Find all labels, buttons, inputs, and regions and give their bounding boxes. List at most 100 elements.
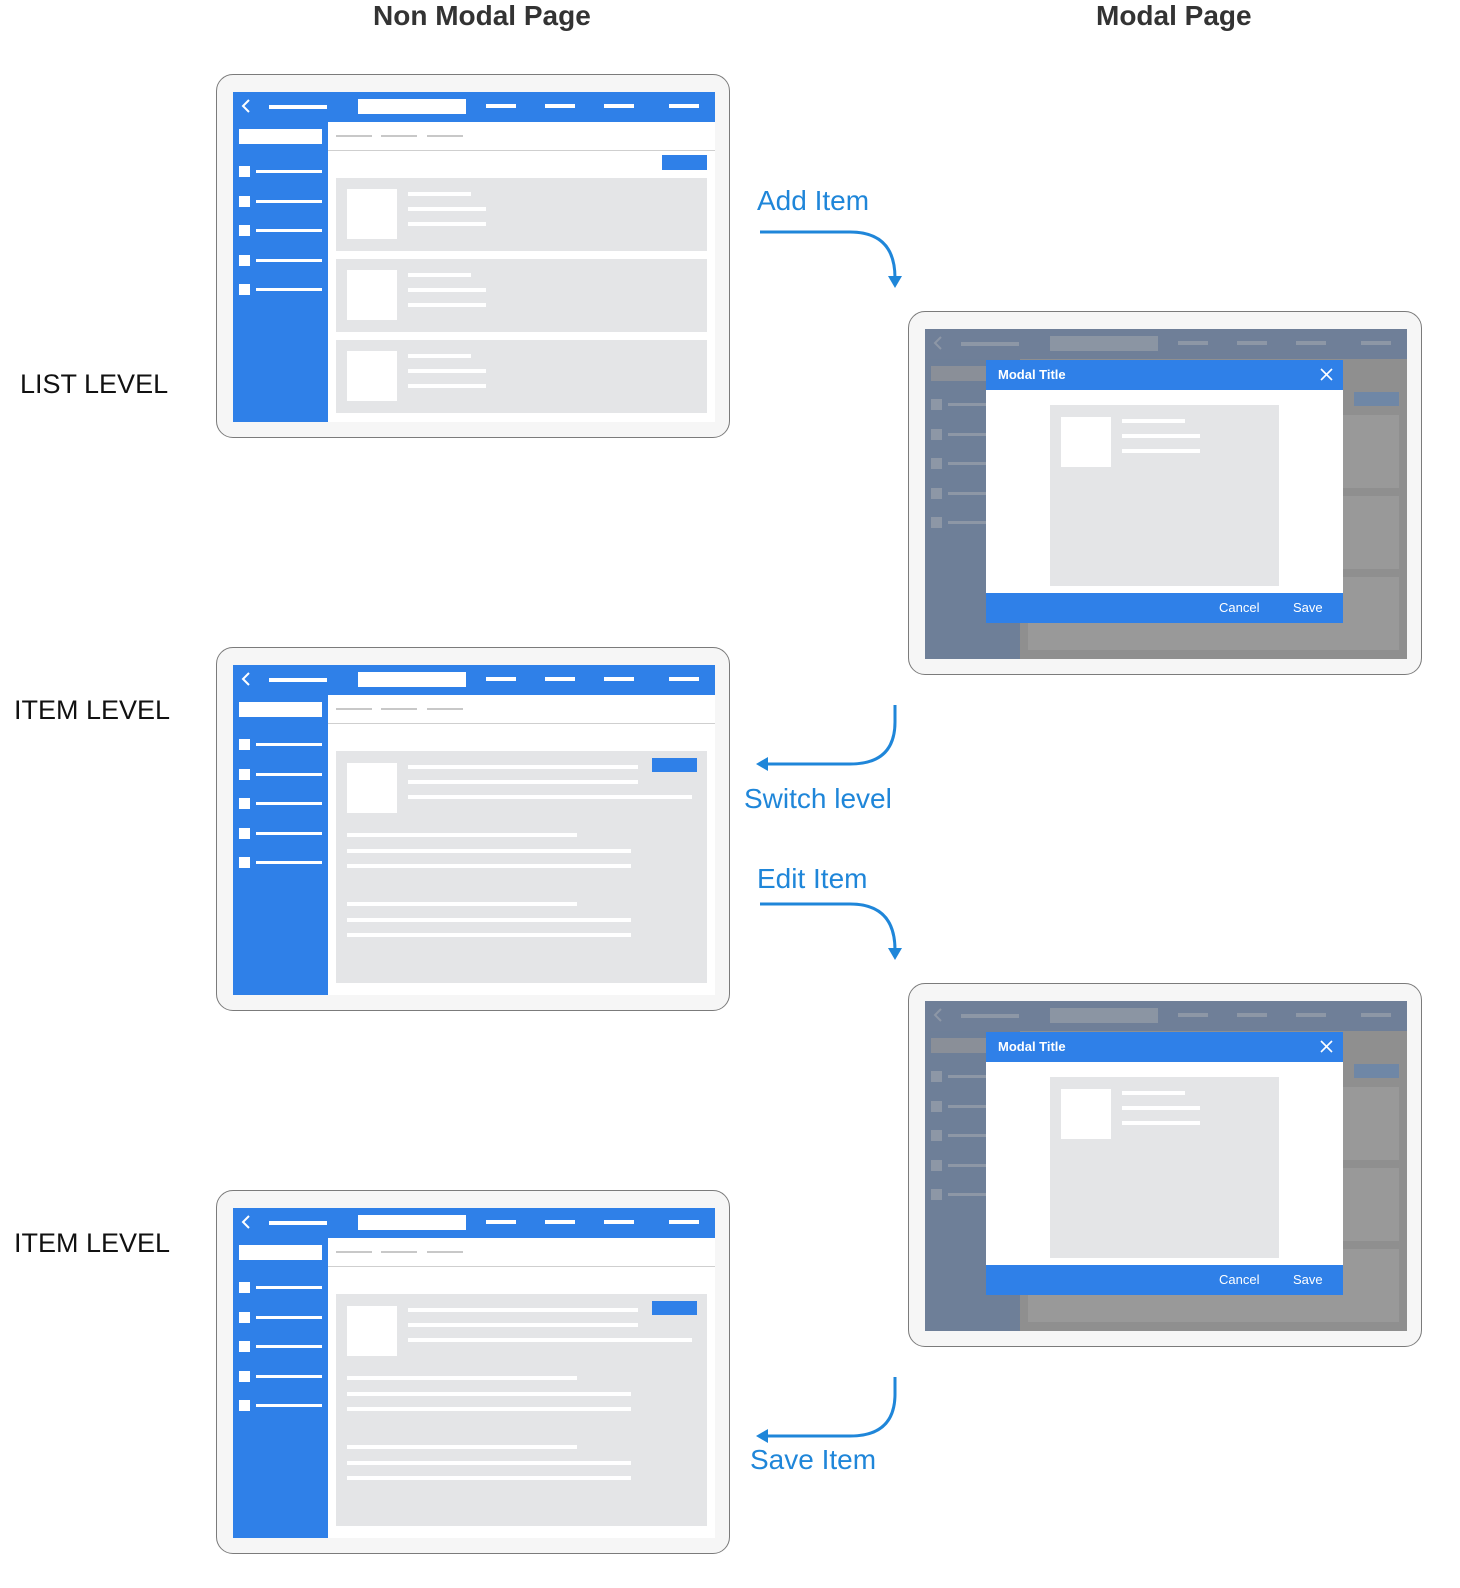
- add-button-placeholder[interactable]: [662, 155, 707, 170]
- list-level-label: LIST LEVEL: [20, 369, 169, 399]
- item-thumbnail: [347, 1306, 397, 1356]
- sidebar-item-line[interactable]: [256, 200, 322, 203]
- sidebar-checkbox[interactable]: [239, 225, 250, 236]
- nav-item[interactable]: [669, 104, 699, 108]
- close-icon[interactable]: [1320, 1040, 1333, 1053]
- search-field-placeholder[interactable]: [358, 672, 466, 687]
- modal-form-card: [1050, 1077, 1279, 1258]
- dimmed-top-bar: [925, 329, 1407, 359]
- search-field-placeholder[interactable]: [358, 1215, 466, 1230]
- modal-device-edit: Modal Title Cancel Save: [908, 983, 1422, 1347]
- sidebar: [233, 1238, 328, 1538]
- sidebar-checkbox[interactable]: [239, 255, 250, 266]
- nav-item[interactable]: [604, 677, 634, 681]
- sidebar-item-line[interactable]: [256, 170, 322, 173]
- edit-button-placeholder[interactable]: [652, 1301, 697, 1315]
- nav-item[interactable]: [604, 1220, 634, 1224]
- sidebar-checkbox[interactable]: [239, 1400, 250, 1411]
- search-field-placeholder[interactable]: [358, 99, 466, 114]
- add-item-arrow-icon: [760, 230, 902, 288]
- sidebar-checkbox[interactable]: [239, 1282, 250, 1293]
- sidebar-checkbox[interactable]: [239, 798, 250, 809]
- top-bar: [233, 92, 715, 122]
- sidebar-checkbox[interactable]: [239, 1312, 250, 1323]
- sidebar-checkbox[interactable]: [239, 1341, 250, 1352]
- list-level-device: [216, 74, 730, 438]
- modal-page-header: Modal Page: [1096, 0, 1252, 31]
- item-level-label-2: ITEM LEVEL: [14, 1228, 171, 1258]
- nav-item[interactable]: [545, 1220, 575, 1224]
- modal-header: Modal Title: [986, 360, 1343, 390]
- list-card[interactable]: [336, 259, 707, 332]
- modal-device-add: Modal Title Cancel Save: [908, 311, 1422, 675]
- item-detail-card: [336, 751, 707, 983]
- top-bar: [233, 665, 715, 695]
- app-title-placeholder: [269, 105, 327, 109]
- sidebar-checkbox[interactable]: [239, 828, 250, 839]
- modal-title: Modal Title: [998, 367, 1066, 382]
- cancel-button[interactable]: Cancel: [1219, 600, 1260, 615]
- header-divider: [328, 723, 715, 724]
- dimmed-top-bar: [925, 1001, 1407, 1031]
- list-card[interactable]: [336, 340, 707, 413]
- item-level-label-1: ITEM LEVEL: [14, 695, 171, 725]
- add-item-label: Add Item: [757, 185, 870, 216]
- modal-screen-edit: Modal Title Cancel Save: [925, 1001, 1407, 1331]
- item-level-device-1: [216, 647, 730, 1011]
- item-level-screen-1: [233, 665, 715, 995]
- nav-item[interactable]: [486, 677, 516, 681]
- sidebar-checkbox[interactable]: [239, 284, 250, 295]
- nav-item[interactable]: [545, 677, 575, 681]
- sidebar-checkbox[interactable]: [239, 857, 250, 868]
- header-divider: [328, 1266, 715, 1267]
- nav-item[interactable]: [486, 1220, 516, 1224]
- edit-item-arrow-icon: [760, 902, 902, 960]
- save-button[interactable]: Save: [1293, 1272, 1323, 1287]
- nav-item[interactable]: [604, 104, 634, 108]
- save-item-arrow-icon: [756, 1377, 897, 1443]
- item-level-screen-2: [233, 1208, 715, 1538]
- nav-item[interactable]: [486, 104, 516, 108]
- non-modal-page-header: Non Modal Page: [373, 0, 591, 31]
- back-arrow-icon: [933, 1008, 942, 1022]
- sidebar-checkbox[interactable]: [239, 1371, 250, 1382]
- sidebar-checkbox[interactable]: [239, 739, 250, 750]
- item-level-device-2: [216, 1190, 730, 1554]
- edit-button-placeholder[interactable]: [652, 758, 697, 772]
- nav-item[interactable]: [669, 677, 699, 681]
- item-detail-card: [336, 1294, 707, 1526]
- back-arrow-icon[interactable]: [241, 672, 251, 686]
- edit-item-label: Edit Item: [757, 863, 868, 894]
- sidebar-item-line[interactable]: [256, 229, 322, 232]
- list-level-screen: [233, 92, 715, 422]
- card-thumbnail: [347, 351, 397, 401]
- nav-item[interactable]: [545, 104, 575, 108]
- cancel-button[interactable]: Cancel: [1219, 1272, 1260, 1287]
- modal-footer: Cancel Save: [986, 593, 1343, 623]
- card-thumbnail: [347, 189, 397, 239]
- sidebar-checkbox[interactable]: [239, 166, 250, 177]
- sidebar-checkbox[interactable]: [239, 196, 250, 207]
- modal-header: Modal Title: [986, 1032, 1343, 1062]
- sidebar-item-line[interactable]: [256, 259, 322, 262]
- modal-dialog: Modal Title Cancel Save: [986, 360, 1343, 623]
- form-thumbnail: [1061, 417, 1111, 467]
- item-thumbnail: [347, 763, 397, 813]
- save-button[interactable]: Save: [1293, 600, 1323, 615]
- nav-item[interactable]: [669, 1220, 699, 1224]
- close-icon[interactable]: [1320, 368, 1333, 381]
- modal-dialog: Modal Title Cancel Save: [986, 1032, 1343, 1295]
- form-thumbnail: [1061, 1089, 1111, 1139]
- header-divider: [328, 150, 715, 151]
- back-arrow-icon[interactable]: [241, 1215, 251, 1229]
- switch-level-arrow-icon: [756, 705, 897, 771]
- back-arrow-icon[interactable]: [241, 99, 251, 113]
- modal-footer: Cancel Save: [986, 1265, 1343, 1295]
- save-item-label: Save Item: [750, 1444, 877, 1475]
- list-card[interactable]: [336, 178, 707, 251]
- sidebar: [233, 122, 328, 422]
- top-bar: [233, 1208, 715, 1238]
- card-thumbnail: [347, 270, 397, 320]
- sidebar-item-line[interactable]: [256, 288, 322, 291]
- sidebar-checkbox[interactable]: [239, 769, 250, 780]
